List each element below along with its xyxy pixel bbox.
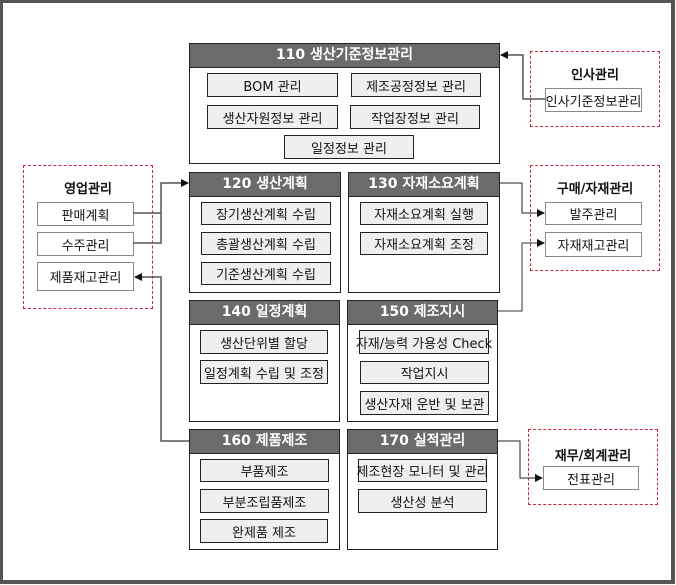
panel-title: 150 제조지시 [348, 301, 497, 325]
external-title: 인사관리 [571, 68, 619, 83]
item-aggregate-plan: 총괄생산계획 수립 [201, 232, 331, 255]
item-bom: BOM 관리 [207, 73, 338, 97]
item-finished-goods: 완제품 제조 [200, 519, 328, 543]
item-material-transport: 생산자재 운반 및 보관 [360, 391, 489, 415]
item-availability-check: 자재/능력 가용성 Check [356, 330, 492, 354]
item-work-instruction: 작업지시 [360, 361, 489, 384]
ext-item-hr-master: 인사기준정보관리 [545, 88, 642, 112]
item-parts: 부품제조 [200, 459, 329, 482]
ext-item-purchase-order: 발주관리 [545, 202, 642, 225]
item-productivity-analysis: 생산성 분석 [358, 489, 487, 513]
item-workcenter-info: 작업장정보 관리 [350, 105, 480, 129]
item-schedule-plan: 일정계획 수립 및 조정 [200, 360, 328, 384]
external-title: 재무/회계관리 [554, 449, 632, 464]
item-mrp-run: 자재소요계획 실행 [360, 202, 488, 225]
ext-item-sales-plan: 판매계획 [37, 202, 134, 226]
panel-title: 110 생산기준정보관리 [190, 44, 499, 68]
item-subassembly: 부분조립품제조 [200, 489, 329, 513]
ext-item-product-inventory: 제품재고관리 [37, 262, 134, 291]
item-resource-info: 생산자원정보 관리 [207, 105, 338, 129]
external-title: 구매/자재관리 [556, 182, 634, 197]
external-purchase: 구매/자재관리 [530, 165, 660, 271]
item-schedule-info: 일정정보 관리 [284, 135, 414, 159]
external-title: 영업관리 [64, 182, 112, 197]
ext-item-voucher: 전표관리 [543, 466, 639, 490]
item-process-info: 제조공정정보 관리 [351, 73, 481, 97]
panel-title: 170 실적관리 [348, 430, 497, 454]
ext-item-order-mgmt: 수주관리 [37, 232, 134, 256]
ext-item-material-inventory: 자재재고관리 [545, 232, 642, 257]
panel-title: 130 자재소요계획 [349, 173, 499, 197]
item-long-term-plan: 장기생산계획 수립 [201, 202, 331, 225]
panel-title: 160 제품제조 [190, 430, 339, 454]
panel-title: 140 일정계획 [190, 301, 339, 325]
item-shopfloor-monitor: 제조현장 모니터 및 관리 [357, 459, 489, 482]
item-unit-allocation: 생산단위별 할당 [200, 330, 328, 354]
item-master-schedule: 기준생산계획 수립 [201, 262, 331, 285]
item-mrp-adjust: 자재소요계획 조정 [360, 232, 488, 255]
panel-title: 120 생산계획 [190, 173, 340, 197]
